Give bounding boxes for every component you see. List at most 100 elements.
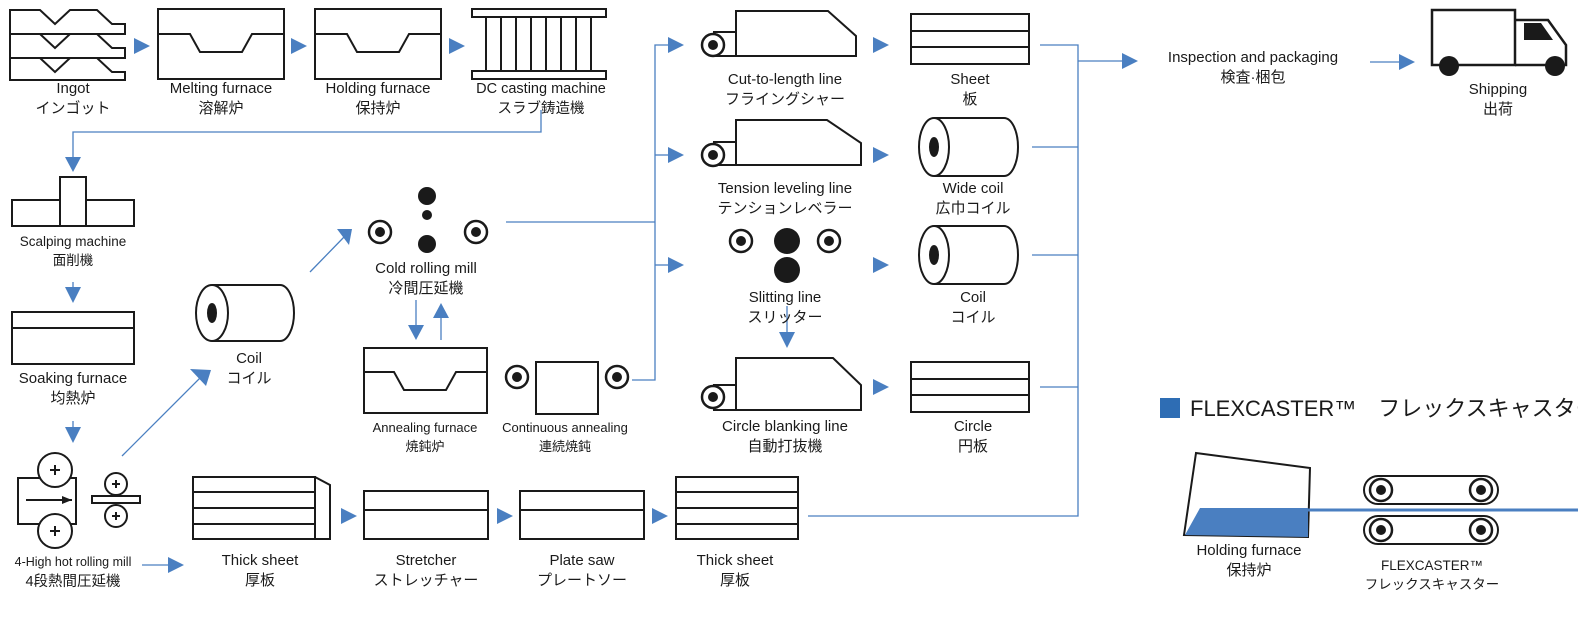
label-coil-out: Coil コイル — [930, 288, 1016, 328]
label-en: Sheet — [950, 71, 990, 88]
truck-window-icon — [1524, 23, 1553, 40]
label-jp: 厚板 — [244, 572, 275, 589]
molten-metal — [1185, 508, 1308, 537]
roll-icon — [816, 228, 842, 254]
label-holding-furnace: Holding furnace 保持炉 — [308, 79, 448, 119]
thick-sheet-icon-2 — [675, 476, 799, 540]
label-en: Coil — [960, 289, 986, 306]
label-cut-to-length: Cut-to-length line フライングシャー — [690, 70, 880, 110]
label-jp: 溶解炉 — [198, 100, 244, 117]
label-jp: 均熱炉 — [50, 390, 96, 407]
roll-icon — [367, 219, 393, 245]
roll-icon — [1368, 517, 1394, 543]
roll-icon — [1468, 517, 1494, 543]
label-jp: 厚板 — [719, 572, 750, 589]
label-ingot: Ingot インゴット — [13, 79, 133, 119]
label-jp: スラブ鋳造機 — [497, 101, 585, 117]
tension-leveling-icon — [713, 119, 862, 166]
label-en: Inspection and packaging — [1167, 49, 1339, 66]
label-en: Wide coil — [942, 180, 1004, 197]
label-en: Ingot — [56, 80, 90, 97]
circle-stack-icon — [910, 361, 1030, 413]
label-jp: 保持炉 — [355, 100, 401, 117]
label-jp: プレートソー — [536, 572, 627, 589]
label-jp: ストレッチャー — [373, 572, 479, 589]
label-inspection: Inspection and packaging 検査·梱包 — [1140, 48, 1366, 88]
label-jp: 出荷 — [1482, 101, 1513, 118]
roll-icon — [700, 384, 726, 410]
melting-furnace-icon — [157, 8, 285, 80]
roll-icon — [504, 364, 530, 390]
roll-icon — [463, 219, 489, 245]
label-en: Circle — [953, 418, 993, 435]
label-flex-holding-furnace: Holding furnace 保持炉 — [1176, 541, 1322, 581]
flexcaster-section-title: FLEXCASTER™ フレックスキャスター — [1160, 391, 1578, 423]
label-jp: コイル — [226, 370, 272, 387]
label-en: Shipping — [1468, 81, 1528, 98]
label-wide-coil: Wide coil 広巾コイル — [915, 179, 1031, 219]
label-en: DC casting machine — [476, 81, 606, 97]
sheet-stack-icon — [910, 13, 1030, 65]
flexcaster-title-text: FLEXCASTER™ フレックスキャスター — [1190, 396, 1578, 421]
label-shipping: Shipping 出荷 — [1450, 80, 1546, 120]
soaking-furnace-icon — [11, 311, 135, 365]
label-en: Slitting line — [748, 289, 822, 306]
label-jp: 広巾コイル — [935, 200, 1011, 217]
flexcaster-belt-icon — [1363, 475, 1499, 545]
roll-icon — [700, 32, 726, 58]
coil-icon-mid — [195, 284, 295, 342]
label-thick-sheet-1: Thick sheet 厚板 — [190, 551, 330, 591]
label-jp: コイル — [950, 309, 996, 326]
label-en: Thick sheet — [221, 552, 299, 569]
label-jp: 保持炉 — [1226, 562, 1272, 579]
label-en: Continuous annealing — [502, 420, 628, 435]
label-en: Melting furnace — [169, 80, 273, 97]
dc-casting-machine-icon — [471, 8, 607, 80]
label-en: Soaking furnace — [18, 370, 128, 387]
label-jp: 焼鈍炉 — [405, 439, 445, 454]
label-jp: 自動打抜機 — [747, 438, 823, 455]
roll-icon — [700, 142, 726, 168]
label-en: Holding furnace — [325, 80, 431, 97]
label-en: Plate saw — [549, 552, 615, 569]
connector-lines — [72, 44, 1400, 566]
label-dc-casting: DC casting machine スラブ鋳造機 — [459, 79, 623, 119]
label-jp: 検査·梱包 — [1220, 69, 1286, 86]
roll-icon — [604, 364, 630, 390]
stretcher-icon — [363, 490, 489, 540]
ingot-icon — [9, 9, 126, 81]
label-en: Annealing furnace — [372, 420, 478, 435]
label-jp: フレックスキャスター — [1364, 577, 1500, 592]
label-en: Scalping machine — [19, 234, 127, 249]
coil-icon-output — [918, 225, 1019, 285]
roll-icon — [1468, 477, 1494, 503]
plate-saw-icon — [519, 490, 645, 540]
continuous-annealing-icon — [535, 361, 599, 415]
wide-coil-icon — [918, 117, 1019, 177]
arrowheads — [65, 37, 1415, 573]
label-jp: フライングシャー — [724, 91, 845, 108]
label-en: Thick sheet — [696, 552, 774, 569]
label-jp: インゴット — [35, 100, 111, 117]
annealing-furnace-icon — [363, 347, 488, 414]
label-en: Holding furnace — [1196, 542, 1302, 559]
label-annealing: Annealing furnace 焼鈍炉 — [355, 418, 495, 456]
label-en: Cut-to-length line — [727, 71, 843, 88]
label-jp: 板 — [962, 91, 978, 108]
roll-icon — [728, 228, 754, 254]
title-square-icon — [1160, 398, 1180, 418]
scalping-machine-icon — [11, 176, 135, 227]
label-en: Tension leveling line — [717, 180, 853, 197]
label-jp: 冷間圧延機 — [388, 280, 464, 297]
label-en: Cold rolling mill — [375, 260, 477, 277]
cut-to-length-icon — [713, 10, 857, 57]
